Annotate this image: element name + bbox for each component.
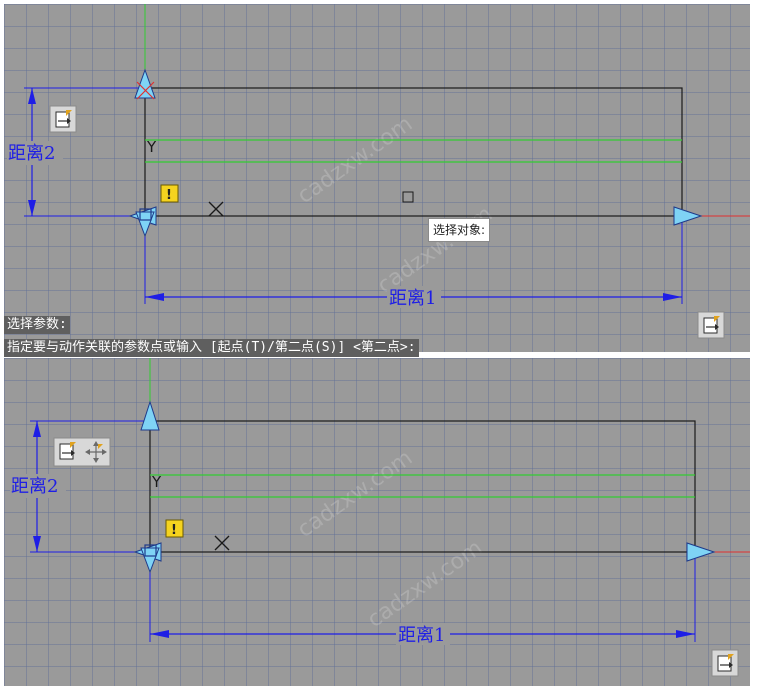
dim1-arrow-left: [145, 293, 164, 301]
dim2-label-bg: [10, 474, 66, 498]
svg-text:!: !: [166, 188, 172, 203]
dim2-arrow-top: [28, 88, 36, 104]
x-marker: [208, 201, 224, 217]
dim2-label-bg: [7, 141, 63, 165]
block-rectangle[interactable]: [144, 87, 683, 217]
dim2-arrow-bottom: [28, 200, 36, 216]
alert-icon[interactable]: !: [160, 184, 179, 203]
command-prompt-line-1: 选择参数:: [4, 316, 70, 334]
grip-arrow-icon[interactable]: [686, 542, 716, 562]
dim1-label-bg: [387, 286, 441, 308]
svg-text:cadzxw.com: cadzxw.com: [293, 112, 417, 209]
pickbox-cursor: [402, 191, 414, 203]
alert-icon[interactable]: !: [165, 519, 184, 538]
grip-arrow-icon[interactable]: [673, 206, 703, 226]
watermark: cadzxw.com cadzxw.com: [293, 446, 487, 633]
svg-text:!: !: [171, 523, 177, 538]
top-drawing-svg: cadzxw.com cadzxw.com Y 距离2 距离1: [7, 4, 750, 339]
select-object-tooltip: 选择对象:: [428, 218, 491, 242]
stretch-action-icon[interactable]: [697, 311, 725, 339]
dim1-arrow-right: [676, 630, 695, 638]
bottom-drawing-canvas[interactable]: cadzxw.com cadzxw.com Y 距离2 距离1: [4, 358, 750, 686]
block-rectangle[interactable]: [149, 420, 696, 553]
y-axis-label: Y: [151, 473, 162, 491]
dim2-arrow-top: [33, 421, 41, 437]
grip-arrow-icon[interactable]: [128, 206, 157, 238]
dim2-label: 距离2: [11, 476, 58, 497]
dim1-arrow-right: [663, 293, 682, 301]
stretch-action-icon[interactable]: [711, 649, 739, 677]
bottom-drawing-svg: cadzxw.com cadzxw.com Y 距离2 距离1: [10, 358, 750, 677]
grip-arrow-icon[interactable]: [133, 542, 162, 574]
top-drawing-canvas[interactable]: cadzxw.com cadzxw.com Y 距离2 距离1: [4, 4, 750, 352]
y-axis-label: Y: [146, 138, 157, 156]
dim2-arrow-bottom: [33, 536, 41, 552]
svg-text:cadzxw.com: cadzxw.com: [363, 536, 487, 633]
dim1-label: 距离1: [389, 288, 436, 309]
move-action-icon[interactable]: [85, 441, 107, 463]
dim2-label: 距离2: [8, 143, 55, 164]
stretch-action-icon[interactable]: [49, 105, 77, 133]
dim1-arrow-left: [150, 630, 169, 638]
command-prompt-line-2: 指定要与动作关联的参数点或输入 [起点(T)/第二点(S)] <第二点>:: [4, 339, 419, 357]
grip-arrow-icon[interactable]: [140, 400, 160, 431]
x-marker: [214, 535, 230, 551]
dim1-label-bg: [396, 623, 450, 645]
stretch-action-icon[interactable]: [59, 442, 76, 460]
svg-text:cadzxw.com: cadzxw.com: [293, 446, 417, 543]
grip-arrow-icon[interactable]: [134, 68, 156, 100]
dim1-label: 距离1: [398, 625, 445, 646]
